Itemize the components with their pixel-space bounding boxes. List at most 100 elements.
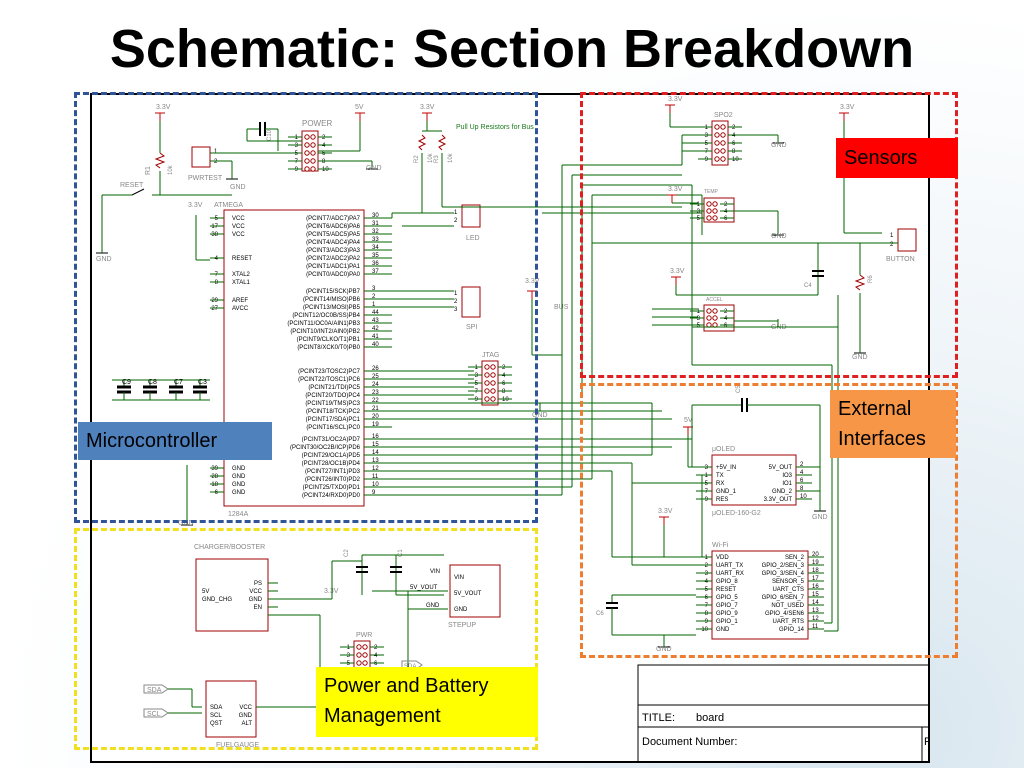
wifi-name: Wi-Fi (712, 542, 729, 549)
atmega-right-pin-num-1: 31 (372, 221, 379, 227)
wifi-right-name-1: GPIO_2/SEN_3 (762, 563, 805, 569)
spo2-pins-pad-r10 (720, 156, 726, 162)
jtag-pins-pad-3 (484, 372, 490, 378)
temp-pins-pin-6: 6 (724, 216, 728, 222)
external-interfaces-label: External Interfaces (830, 390, 956, 458)
wifi-right-num-7: 13 (812, 608, 819, 614)
wifi-right-num-0: 20 (812, 552, 819, 558)
spo2-pins-pin-2: 2 (732, 125, 736, 131)
atmega-right-pin-num-29: 11 (372, 474, 379, 480)
atmega-right-pin-name-4: (PCINT3/ADC3)PA3 (306, 248, 361, 254)
ph-pins-pin-6: 6 (322, 151, 326, 157)
c7-label: C7 (174, 379, 183, 386)
wifi-left-num-3: 4 (705, 579, 709, 585)
wifi-left-name-8: GPIO_1 (716, 619, 738, 625)
wifi-left-name-3: GPIO_8 (716, 579, 738, 585)
spo2-pins-pin-8: 8 (732, 149, 736, 155)
wifi-left-num-1: 2 (705, 563, 709, 569)
spo2-pins-pad-r4 (720, 132, 726, 138)
spo2-pins-pin-6: 6 (732, 141, 736, 147)
jtag-label: JTAG (482, 352, 499, 359)
pwrtest-pin-2: 2 (214, 159, 218, 165)
sda-tag (143, 684, 169, 694)
atmega-right-pin-name-23: (PCINT16/SCL)PC0 (306, 425, 360, 431)
button-connector: BUTTON 1 2 (886, 228, 917, 263)
gnd-label-atmega: GND (178, 520, 194, 527)
gnd-label-pwrtest: GND (230, 184, 246, 191)
spo2-pins-pad-1 (714, 124, 720, 130)
atmega-right-pin-num-11: 44 (372, 310, 379, 316)
charger-right-1: VCC (249, 589, 262, 595)
uoled-right-num-1: 4 (800, 470, 804, 476)
uoled-left-name-3: GND_1 (716, 489, 737, 495)
ph-pins-pad-7 (304, 158, 310, 164)
ph-pins-pin-10: 10 (322, 167, 329, 173)
temp-pins-pad-r6 (712, 215, 718, 221)
pwr-pins-pin-3: 3 (347, 653, 351, 659)
titleblock-rev: R (924, 736, 930, 748)
spo2-pins-pad-3 (714, 132, 720, 138)
wifi-left-num-2: 3 (705, 571, 709, 577)
c4-label: C4 (804, 283, 812, 289)
temp-pins-pin-3: 3 (697, 209, 701, 215)
atmega-right-pin-name-2: (PCINT5/ADC5)PA5 (306, 232, 361, 238)
power-section-outline (74, 528, 538, 750)
atmega-right-pin-num-17: 25 (372, 374, 379, 380)
pwr-pins-pad-r4 (362, 652, 368, 658)
wifi-right-name-5: GPIO_6/SEN_7 (762, 595, 805, 601)
atmega-right-pin-num-25: 15 (372, 442, 379, 448)
atmega-right-pin-num-10: 1 (372, 302, 376, 308)
accel-label: ACCEL (706, 297, 723, 303)
wifi-left-num-9: 10 (701, 627, 708, 633)
titleblock-doc-label: Document Number: (642, 736, 737, 748)
atmega-right-pin-num-16: 26 (372, 366, 379, 372)
power-battery-label: Power and Battery Management (316, 667, 538, 737)
uoled-left-num-3: 7 (705, 489, 709, 495)
pwr-pins-pad-5 (356, 660, 362, 666)
atmega-right-pin-name-7: (PCINT0/ADC0)PA0 (306, 272, 361, 278)
ph-pins-pad-r10 (310, 166, 316, 172)
atmega-right-pin-name-17: (PCINT22/TOSC1)PC6 (298, 377, 361, 383)
atmega-right-pin-num-12: 43 (372, 318, 379, 324)
uoled-left-num-2: 5 (705, 481, 709, 487)
charger-right-0: PS (254, 581, 262, 587)
wifi-right-name-2: GPIO_3/SEN_4 (762, 571, 805, 577)
jtag-pins-pad-1 (484, 364, 490, 370)
rail-3v3-label-5: 3.3V (668, 96, 683, 103)
wifi-right-name-7: GPIO_4/SEN6 (765, 611, 805, 617)
uoled-right-name-4: 3.3V_OUT (764, 497, 793, 503)
accel-pins-pad-r2 (712, 308, 718, 314)
fuelgauge-right-2: ALT (241, 721, 252, 727)
accel-pins-pad-r4 (712, 315, 718, 321)
jtag-pins-pin-3: 3 (475, 373, 479, 379)
atmega-right-pin-num-8: 3 (372, 286, 376, 292)
temp-pins-pad-3 (706, 208, 712, 214)
slide-title: Schematic: Section Breakdown (109, 19, 915, 79)
atmega-left-pin-num-0: 5 (215, 216, 219, 222)
ph-pins-pin-5: 5 (295, 151, 299, 157)
c2-label: C2 (344, 549, 350, 557)
wifi-left-num-4: 5 (705, 587, 709, 593)
atmega-name: ATMEGA (214, 202, 243, 209)
stepup-pin-vout: 5V_VOUT (410, 585, 438, 591)
uoled-part: μOLED-160-G2 (712, 510, 761, 517)
sensors-label: Sensors (836, 138, 958, 178)
rail-3v3-label-8: 3.3V (670, 268, 685, 275)
fuelgauge-right-1: GND (239, 713, 253, 719)
rail-3v3-label-7: 3.3V (668, 186, 683, 193)
atmega-left-pin-name-11: GND (232, 490, 246, 496)
spo2-pins-pad-7 (714, 148, 720, 154)
atmega-right-pin-num-22: 20 (372, 414, 379, 420)
jtag-pins-pin-5: 5 (475, 381, 479, 387)
stepup-inner-gnd: GND (454, 607, 468, 613)
atmega-left-pin-name-2: VCC (232, 232, 245, 238)
wifi-left-name-1: UART_TX (716, 563, 743, 569)
wifi-right-num-1: 19 (812, 560, 819, 566)
scl-tag (143, 708, 169, 718)
